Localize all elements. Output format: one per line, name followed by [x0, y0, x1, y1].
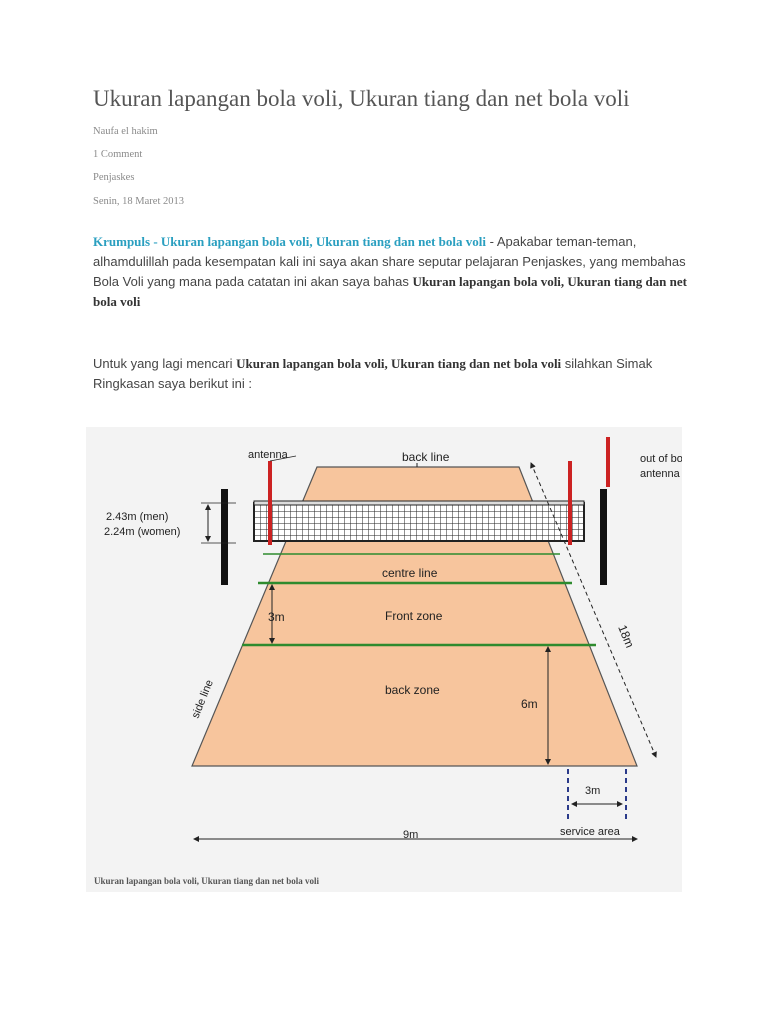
service-area-label: service area [560, 826, 621, 838]
second-text-end: silahkan Simak Ringkasan saya berikut in… [93, 356, 653, 391]
left-post [221, 489, 228, 585]
right-post [600, 489, 607, 585]
net [253, 502, 585, 542]
figure-caption: Ukuran lapangan bola voli, Ukuran tiang … [94, 876, 320, 886]
intro-paragraph: Krumpuls - Ukuran lapangan bola voli, Uk… [93, 232, 693, 312]
second-text-start: Untuk yang lagi mencari [93, 356, 237, 371]
length-dimension [530, 462, 657, 758]
out-of-bounds-label: out of bounds [640, 453, 682, 465]
author-name[interactable]: Naufa el hakim [93, 126, 158, 137]
second-paragraph: Untuk yang lagi mencari Ukuran lapangan … [93, 354, 693, 394]
net-height-women: 2.24m (women) [104, 526, 180, 538]
court-length-label: 18m [615, 623, 637, 650]
net-height-men: 2.43m (men) [106, 511, 168, 523]
post-date: Senin, 18 Maret 2013 [93, 196, 184, 207]
back-zone-depth: 6m [521, 697, 538, 711]
court-width-label: 9m [403, 829, 418, 841]
category-label[interactable]: Penjaskes [93, 172, 135, 183]
comment-count[interactable]: 1 Comment [93, 149, 143, 160]
back-zone-label: back zone [385, 683, 440, 697]
intro-text: - Apakabar teman-teman, alhamdulillah pa… [93, 234, 686, 289]
intro-bold: Ukuran lapangan bola voli, Ukuran tiang … [93, 274, 687, 309]
second-bold: Ukuran lapangan bola voli, Ukuran tiang … [236, 356, 562, 371]
intro-link[interactable]: Krumpuls - Ukuran lapangan bola voli, Uk… [93, 234, 486, 249]
out-of-bounds-label-2: antenna [640, 468, 681, 480]
front-zone-depth: 3m [268, 610, 285, 624]
page-title: Ukuran lapangan bola voli, Ukuran tiang … [93, 86, 630, 111]
centre-line-label: centre line [382, 566, 438, 580]
court-diagram: antenna back line out of bounds antenna … [104, 437, 682, 842]
court-figure: antenna back line out of bounds antenna … [86, 427, 682, 892]
back-line-label: back line [402, 450, 450, 464]
service-area-width: 3m [585, 785, 600, 797]
side-line-label: side line [190, 678, 216, 720]
front-zone-label: Front zone [385, 609, 443, 623]
antenna-label: antenna [248, 449, 289, 461]
